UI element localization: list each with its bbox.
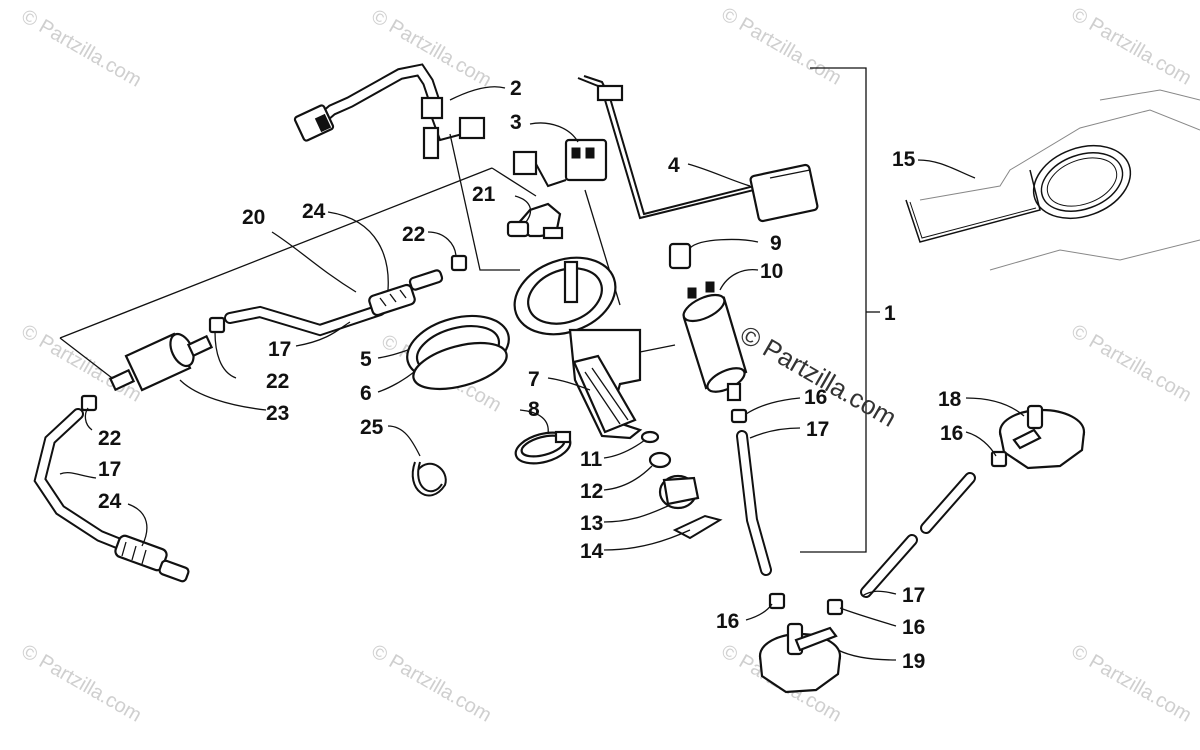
callout-11: 11 — [580, 448, 603, 471]
callout-14: 14 — [580, 540, 604, 563]
upper-fuel-line — [224, 269, 444, 337]
callout-25: 25 — [360, 416, 384, 439]
callout-3: 3 — [510, 111, 522, 134]
callout-21: 21 — [472, 183, 496, 206]
callout-24-a: 24 — [302, 200, 326, 223]
callout-24-b: 24 — [98, 490, 122, 513]
callout-13: 13 — [580, 512, 603, 535]
callout-labels: 1 2 3 4 5 6 7 8 9 10 11 12 13 14 15 16 1… — [98, 77, 963, 673]
fuel-tank-sketch — [905, 89, 1200, 271]
callout-10: 10 — [760, 260, 783, 283]
callout-16-a: 16 — [804, 386, 827, 409]
sensor-wire — [577, 75, 819, 223]
callout-6: 6 — [360, 382, 372, 405]
elbow-fitting — [506, 202, 564, 240]
filter-parts — [640, 430, 723, 540]
callout-22-a: 22 — [402, 223, 425, 246]
pump-sleeve — [668, 242, 692, 270]
tank-vent — [998, 404, 1086, 470]
watermark: © Partzilla.com — [718, 3, 846, 89]
callout-9: 9 — [770, 232, 782, 255]
watermark: © Partzilla.com — [368, 640, 496, 726]
callout-15: 15 — [892, 148, 916, 171]
hose-fitting — [208, 316, 226, 334]
callout-22-b: 22 — [266, 370, 289, 393]
leader-lines — [59, 86, 1025, 661]
tank-pickup — [758, 622, 842, 694]
inline-fuel-filter — [108, 332, 214, 392]
callout-16-b: 16 — [940, 422, 963, 445]
callout-5: 5 — [360, 348, 372, 371]
watermark: © Partzilla.com — [1068, 640, 1196, 726]
callout-4: 4 — [668, 154, 680, 177]
fuel-pump-module — [513, 256, 643, 440]
callout-17-a: 17 — [268, 338, 291, 361]
callout-23: 23 — [266, 402, 289, 425]
callout-19: 19 — [902, 650, 925, 673]
watermark: © Partzilla.com — [1068, 320, 1196, 406]
assembly-bracket — [800, 67, 880, 553]
hose-fitting — [80, 394, 98, 412]
pickup-hose — [730, 408, 786, 610]
hose-clamp — [514, 430, 572, 465]
sender-connector — [512, 138, 608, 188]
retaining-clip — [411, 461, 447, 497]
seal-ring — [412, 341, 508, 391]
watermark: © Partzilla.com — [18, 320, 146, 406]
callout-18: 18 — [938, 388, 962, 411]
callout-16-d: 16 — [902, 616, 925, 639]
callout-2: 2 — [510, 77, 522, 100]
watermark-center: © Partzilla.com — [735, 319, 902, 433]
watermark: © Partzilla.com — [18, 640, 146, 726]
callout-17-d: 17 — [902, 584, 925, 607]
watermark: © Partzilla.com — [1068, 3, 1196, 89]
lower-fuel-line — [33, 408, 190, 583]
watermark: © Partzilla.com — [18, 5, 146, 91]
callout-17-b: 17 — [98, 458, 121, 481]
callout-16-c: 16 — [716, 610, 739, 633]
electric-fuel-pump — [682, 281, 748, 402]
callout-17-c: 17 — [806, 418, 829, 441]
callout-12: 12 — [580, 480, 603, 503]
callout-7: 7 — [528, 368, 540, 391]
hose-fitting — [450, 254, 468, 272]
callout-1: 1 — [884, 302, 896, 325]
callout-22-c: 22 — [98, 427, 121, 450]
wiring-harness — [293, 63, 486, 160]
callout-8: 8 — [528, 398, 540, 421]
callout-20: 20 — [242, 206, 265, 229]
